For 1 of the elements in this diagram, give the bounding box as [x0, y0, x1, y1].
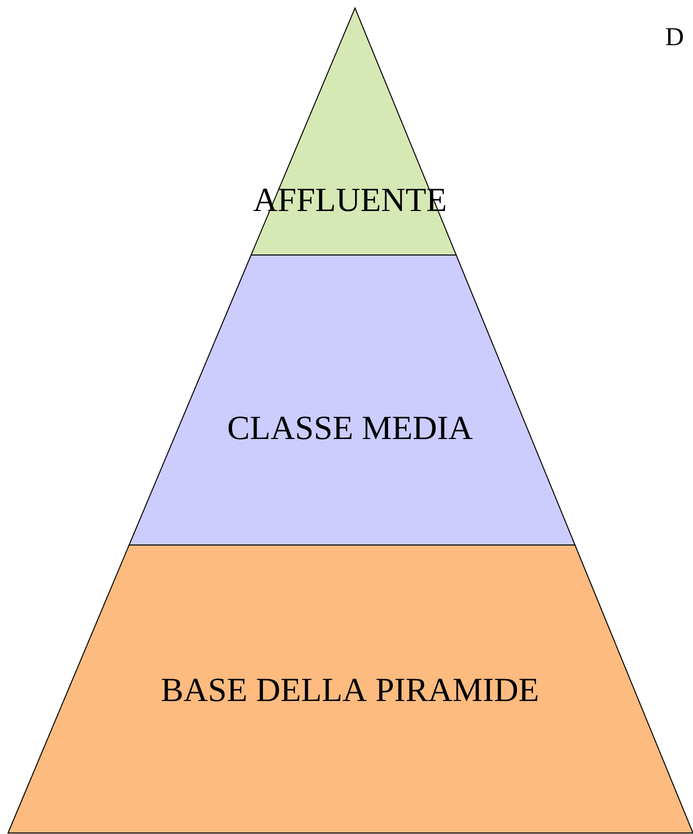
corner-letter: D: [666, 28, 683, 46]
